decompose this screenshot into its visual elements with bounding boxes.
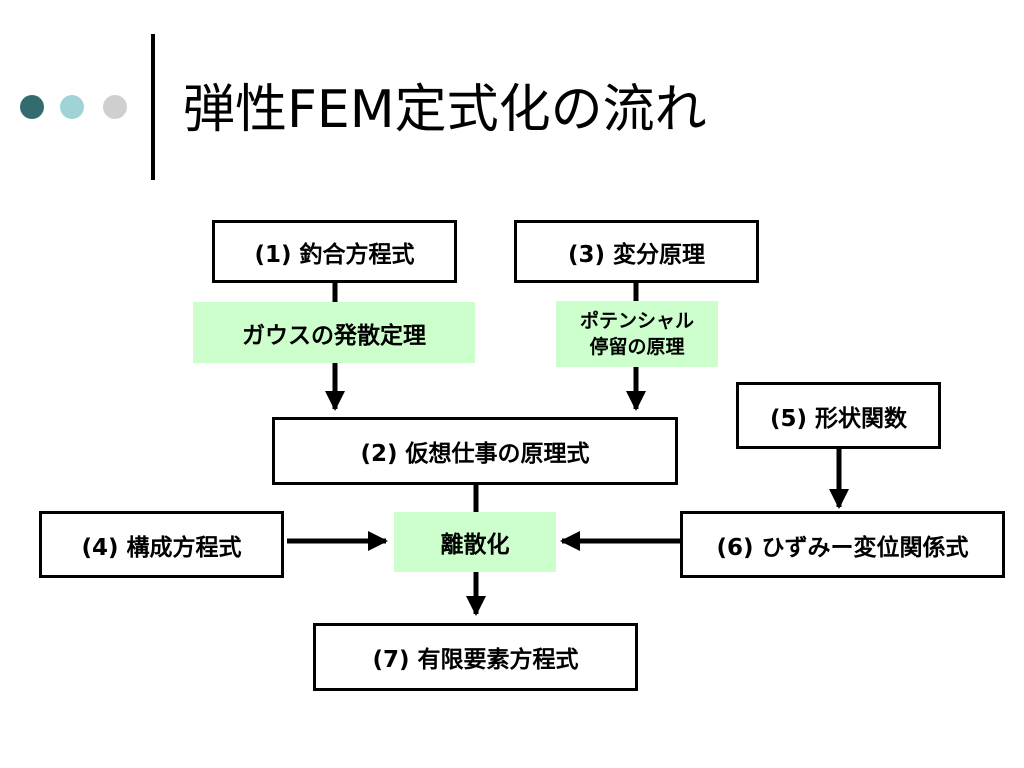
- title-bullet-dot-dark: [20, 95, 44, 119]
- box-variational-principle: (3) 変分原理: [514, 220, 759, 283]
- note-gauss-divergence: ガウスの発散定理: [193, 302, 475, 363]
- box-strain-displacement: (6) ひずみー変位関係式: [680, 511, 1005, 578]
- note-stationary-potential: ポテンシャル 停留の原理: [556, 301, 718, 367]
- note-stationary-potential-line2: 停留の原理: [589, 336, 685, 358]
- box-fem-equation: (7) 有限要素方程式: [313, 623, 638, 691]
- title-divider: [151, 34, 155, 180]
- note-stationary-potential-line1: ポテンシャル: [579, 310, 694, 332]
- box-shape-function: (5) 形状関数: [736, 382, 941, 449]
- box-virtual-work-principle: (2) 仮想仕事の原理式: [272, 417, 678, 485]
- box-constitutive-equation: (4) 構成方程式: [39, 511, 284, 578]
- title-bullet-dot-gray: [103, 95, 127, 119]
- title-bullet-dot-light: [60, 95, 84, 119]
- box-equilibrium-equation: (1) 釣合方程式: [212, 220, 457, 283]
- slide-title: 弾性FEM定式化の流れ: [183, 80, 707, 140]
- note-discretization: 離散化: [394, 512, 556, 572]
